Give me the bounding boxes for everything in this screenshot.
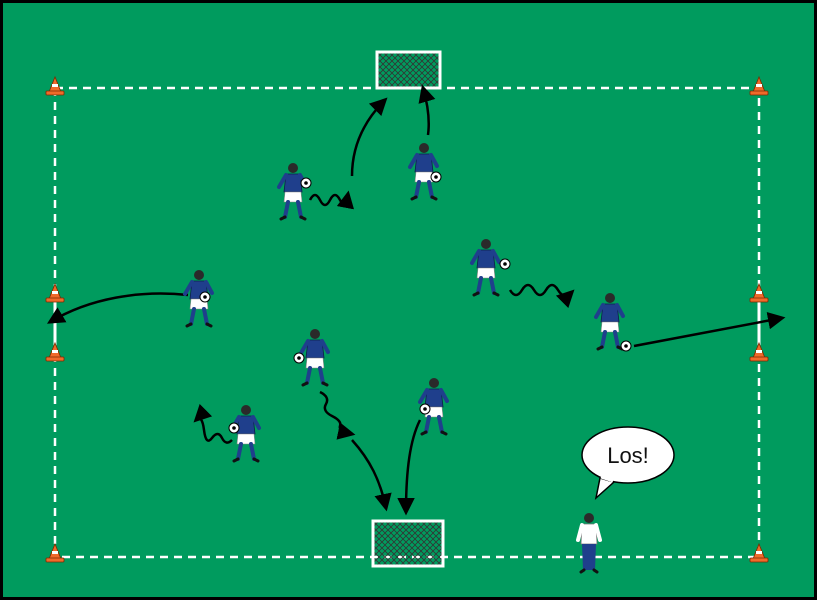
shot-arrow	[633, 312, 786, 348]
dribble-arrow	[308, 190, 355, 210]
shot-arrow	[351, 439, 392, 512]
ball-icon	[430, 171, 442, 183]
pitch-surface	[3, 3, 814, 597]
movement-arrows	[46, 84, 786, 516]
shot-arrow	[418, 84, 436, 136]
ball-icon	[228, 422, 240, 434]
speech-bubble: Los!	[581, 426, 675, 501]
speech-bubble-text: Los!	[607, 443, 649, 468]
shot-arrow	[350, 97, 388, 177]
shot-arrow	[397, 419, 422, 516]
goal-icon	[371, 519, 445, 568]
ball-icon	[300, 177, 312, 189]
ball-icon	[293, 352, 305, 364]
ball-icon	[199, 291, 211, 303]
dribble-arrow	[508, 283, 575, 309]
dribble-arrow	[193, 403, 233, 444]
pass-arrow	[46, 292, 189, 324]
dribble-arrow	[319, 390, 356, 440]
ball-icon	[620, 340, 632, 352]
ball-icon	[499, 258, 511, 270]
goal-icon	[375, 50, 442, 90]
ball-icon	[419, 403, 431, 415]
